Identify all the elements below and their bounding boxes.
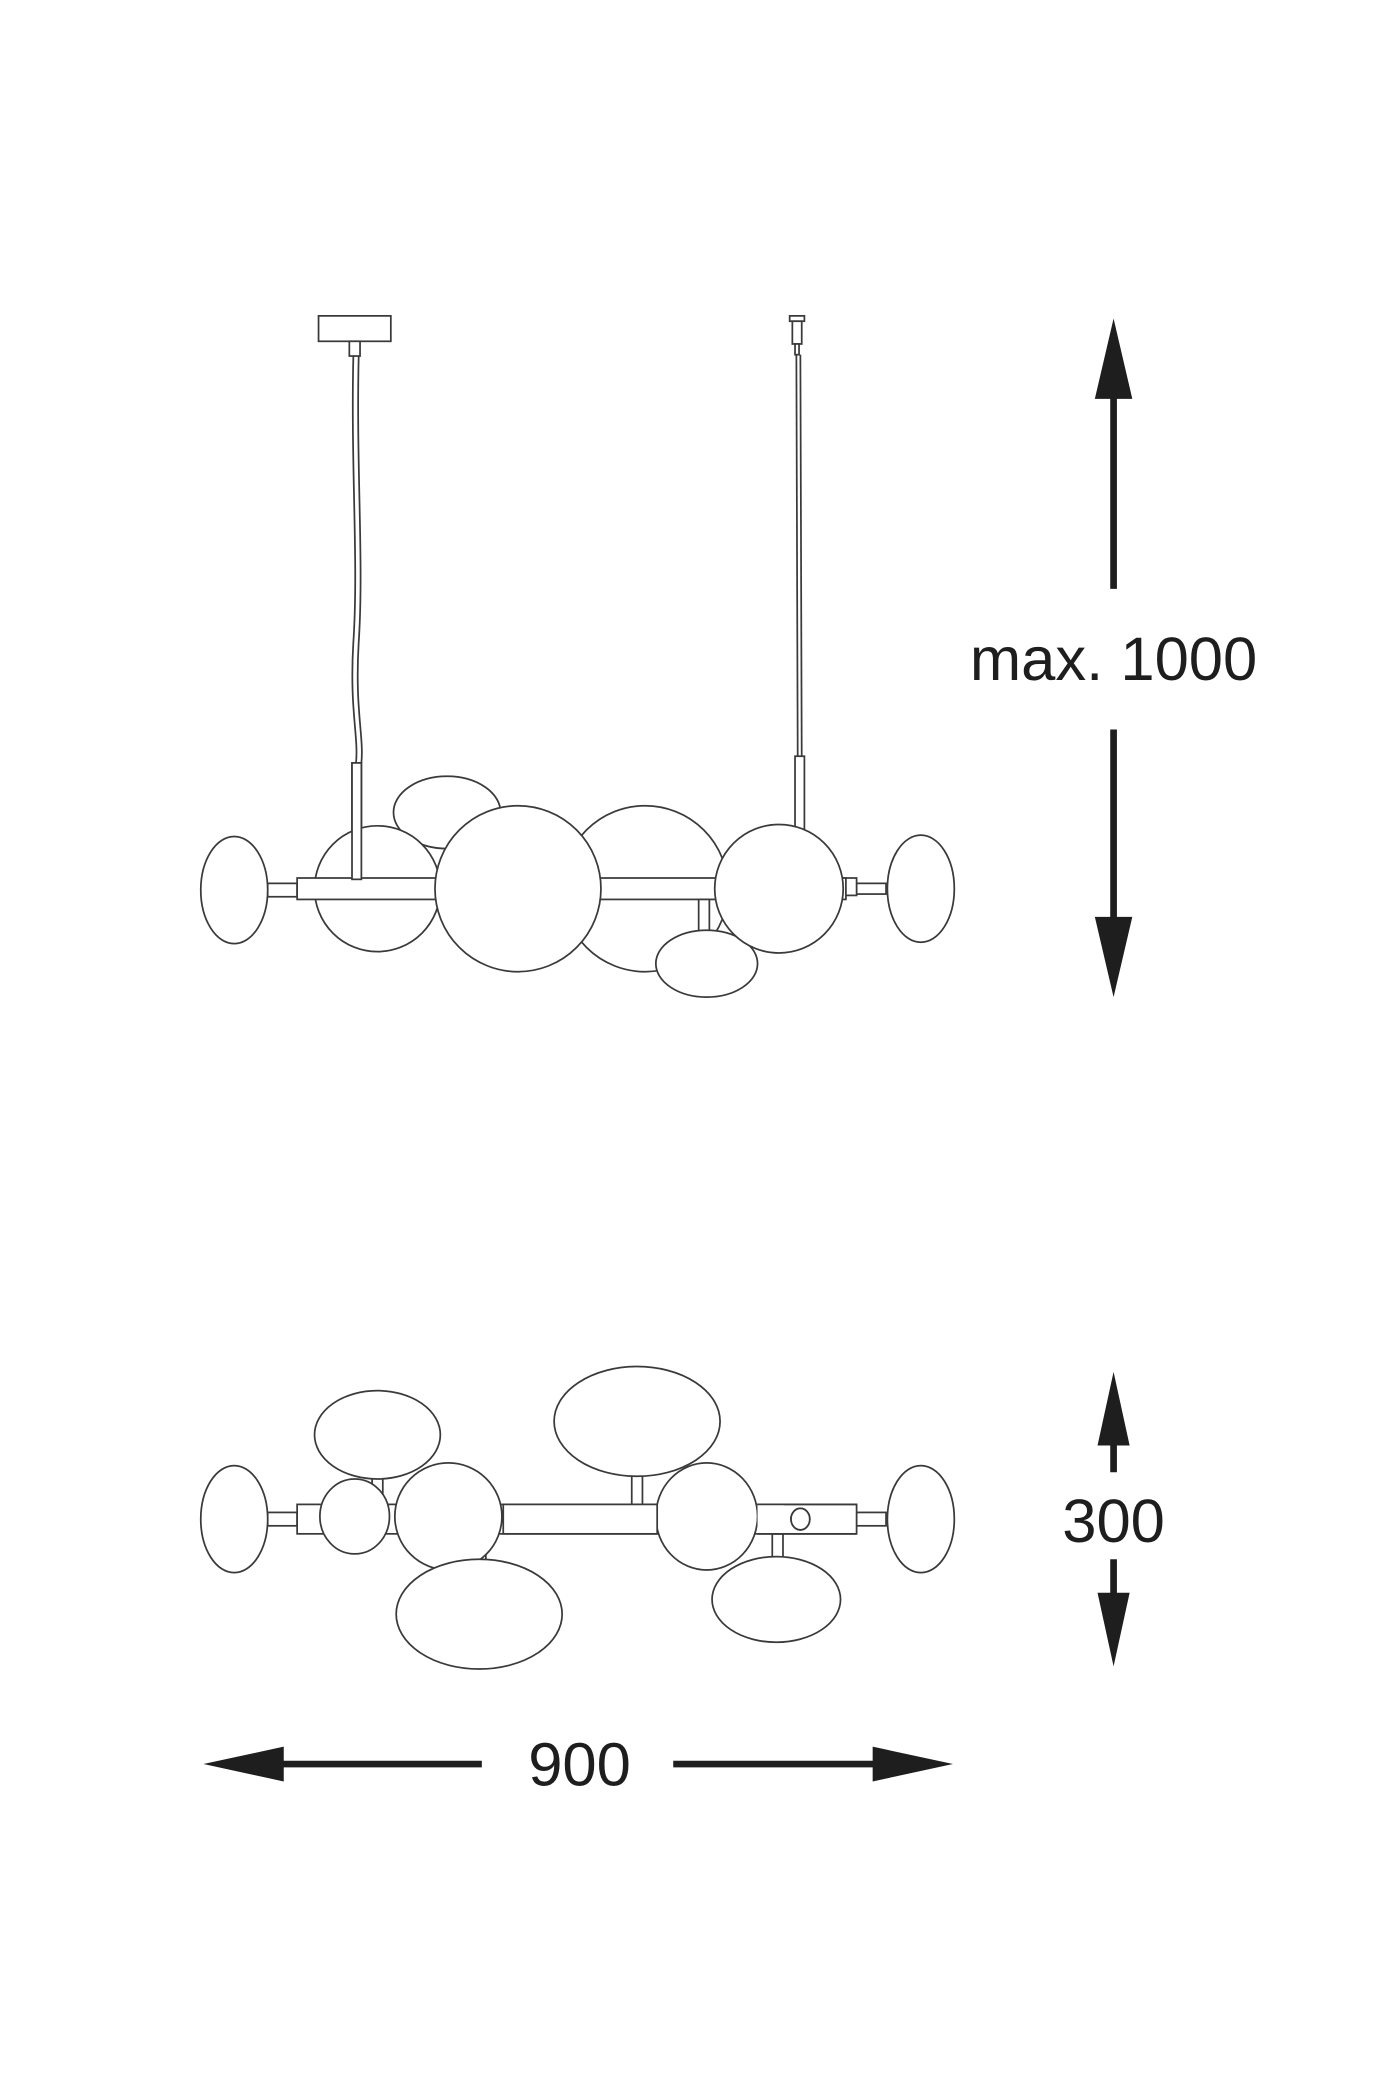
globe-end-right [886,834,956,944]
front-view [199,315,956,999]
suspension-cable-left [351,356,358,763]
arrow-down-icon [1097,1592,1130,1667]
globe-bottom-oval [654,929,759,999]
depth-label: 300 [1062,1487,1165,1556]
top-view [199,1365,956,1670]
globe-lower-center [395,1558,564,1670]
globe-end-left [199,1464,269,1574]
arrow-left-icon [203,1746,284,1782]
globe-mid-left [393,1462,503,1571]
globe-lower-right [711,1555,842,1644]
canopy-stem [348,340,361,357]
depth-dimension: 300 [1062,1371,1165,1667]
width-label: 900 [528,1730,631,1799]
arm-left [266,882,299,898]
height-dimension: max. 1000 [970,318,1257,998]
arm-right [855,882,887,895]
arrow-down-icon [1094,916,1133,998]
width-dimension: 900 [203,1730,953,1799]
globe-upper-left [313,1389,442,1480]
globe-right [713,823,845,954]
suspension-cable-right [795,354,799,757]
height-label: max. 1000 [970,625,1257,694]
globe-end-right [886,1464,956,1574]
globe-center [434,804,602,973]
globe-upper-center [553,1365,721,1478]
globe-end-left [199,835,269,945]
arrow-up-icon [1097,1371,1130,1446]
suspension-rod-right [794,755,806,835]
globe-mid-right [654,1462,759,1571]
globe-small-left [319,1478,391,1555]
ceiling-canopy [317,315,392,343]
arrow-right-icon [872,1746,953,1782]
arrow-up-icon [1094,318,1133,399]
